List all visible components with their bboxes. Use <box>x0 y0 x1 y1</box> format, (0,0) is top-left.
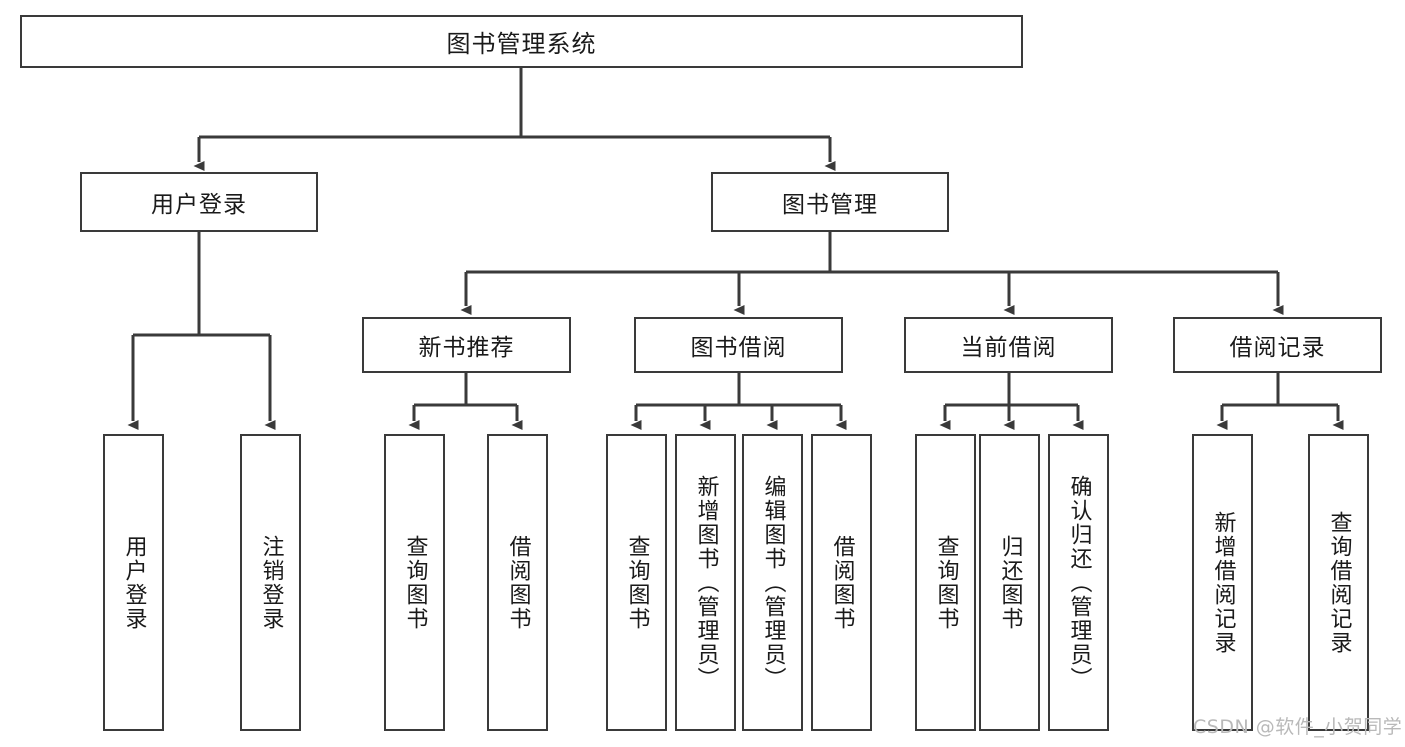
node-book-borrow-label: 图书借阅 <box>690 335 787 361</box>
node-leaf-query-book-3-label: 查询图书 <box>933 534 959 631</box>
node-leaf-add-book-label: 新增图书（管理员） <box>693 474 719 691</box>
node-borrow-record-label: 借阅记录 <box>1229 335 1326 361</box>
node-leaf-query-record[interactable]: 查询借阅记录 <box>1308 434 1369 731</box>
node-root-label: 图书管理系统 <box>446 30 597 58</box>
node-leaf-query-book-1[interactable]: 查询图书 <box>384 434 445 731</box>
node-leaf-query-book-1-label: 查询图书 <box>402 534 428 631</box>
node-leaf-add-book[interactable]: 新增图书（管理员） <box>675 434 736 731</box>
node-leaf-query-book-2[interactable]: 查询图书 <box>606 434 667 731</box>
node-new-book-recommend[interactable]: 新书推荐 <box>362 317 571 373</box>
node-current-borrow[interactable]: 当前借阅 <box>904 317 1113 373</box>
node-leaf-add-record-label: 新增借阅记录 <box>1210 510 1236 655</box>
node-leaf-return-book-label: 归还图书 <box>997 534 1023 631</box>
node-leaf-return-book[interactable]: 归还图书 <box>979 434 1040 731</box>
node-leaf-borrow-book-1-label: 借阅图书 <box>505 534 531 631</box>
node-leaf-confirm-return-label: 确认归还（管理员） <box>1066 474 1092 691</box>
node-new-book-recommend-label: 新书推荐 <box>418 335 515 361</box>
node-leaf-borrow-book-1[interactable]: 借阅图书 <box>487 434 548 731</box>
node-leaf-user-logout-label: 注销登录 <box>258 534 284 631</box>
node-leaf-query-record-label: 查询借阅记录 <box>1326 510 1352 655</box>
node-leaf-user-login-label: 用户登录 <box>121 534 147 631</box>
node-book-management[interactable]: 图书管理 <box>711 172 949 232</box>
node-leaf-user-logout[interactable]: 注销登录 <box>240 434 301 731</box>
node-leaf-edit-book-label: 编辑图书（管理员） <box>760 474 786 691</box>
node-book-borrow[interactable]: 图书借阅 <box>634 317 843 373</box>
node-leaf-query-book-2-label: 查询图书 <box>624 534 650 631</box>
node-leaf-borrow-book-2-label: 借阅图书 <box>829 534 855 631</box>
node-leaf-user-login[interactable]: 用户登录 <box>103 434 164 731</box>
node-current-borrow-label: 当前借阅 <box>960 335 1057 361</box>
node-user-login[interactable]: 用户登录 <box>80 172 318 232</box>
node-book-management-label: 图书管理 <box>782 192 878 218</box>
node-leaf-borrow-book-2[interactable]: 借阅图书 <box>811 434 872 731</box>
node-leaf-confirm-return[interactable]: 确认归还（管理员） <box>1048 434 1109 731</box>
csdn-watermark: CSDN @软件_小贺同学 <box>1193 716 1403 738</box>
node-root[interactable]: 图书管理系统 <box>20 15 1023 68</box>
node-user-login-label: 用户登录 <box>151 192 247 218</box>
node-leaf-query-book-3[interactable]: 查询图书 <box>915 434 976 731</box>
node-leaf-add-record[interactable]: 新增借阅记录 <box>1192 434 1253 731</box>
node-leaf-edit-book[interactable]: 编辑图书（管理员） <box>742 434 803 731</box>
node-borrow-record[interactable]: 借阅记录 <box>1173 317 1382 373</box>
